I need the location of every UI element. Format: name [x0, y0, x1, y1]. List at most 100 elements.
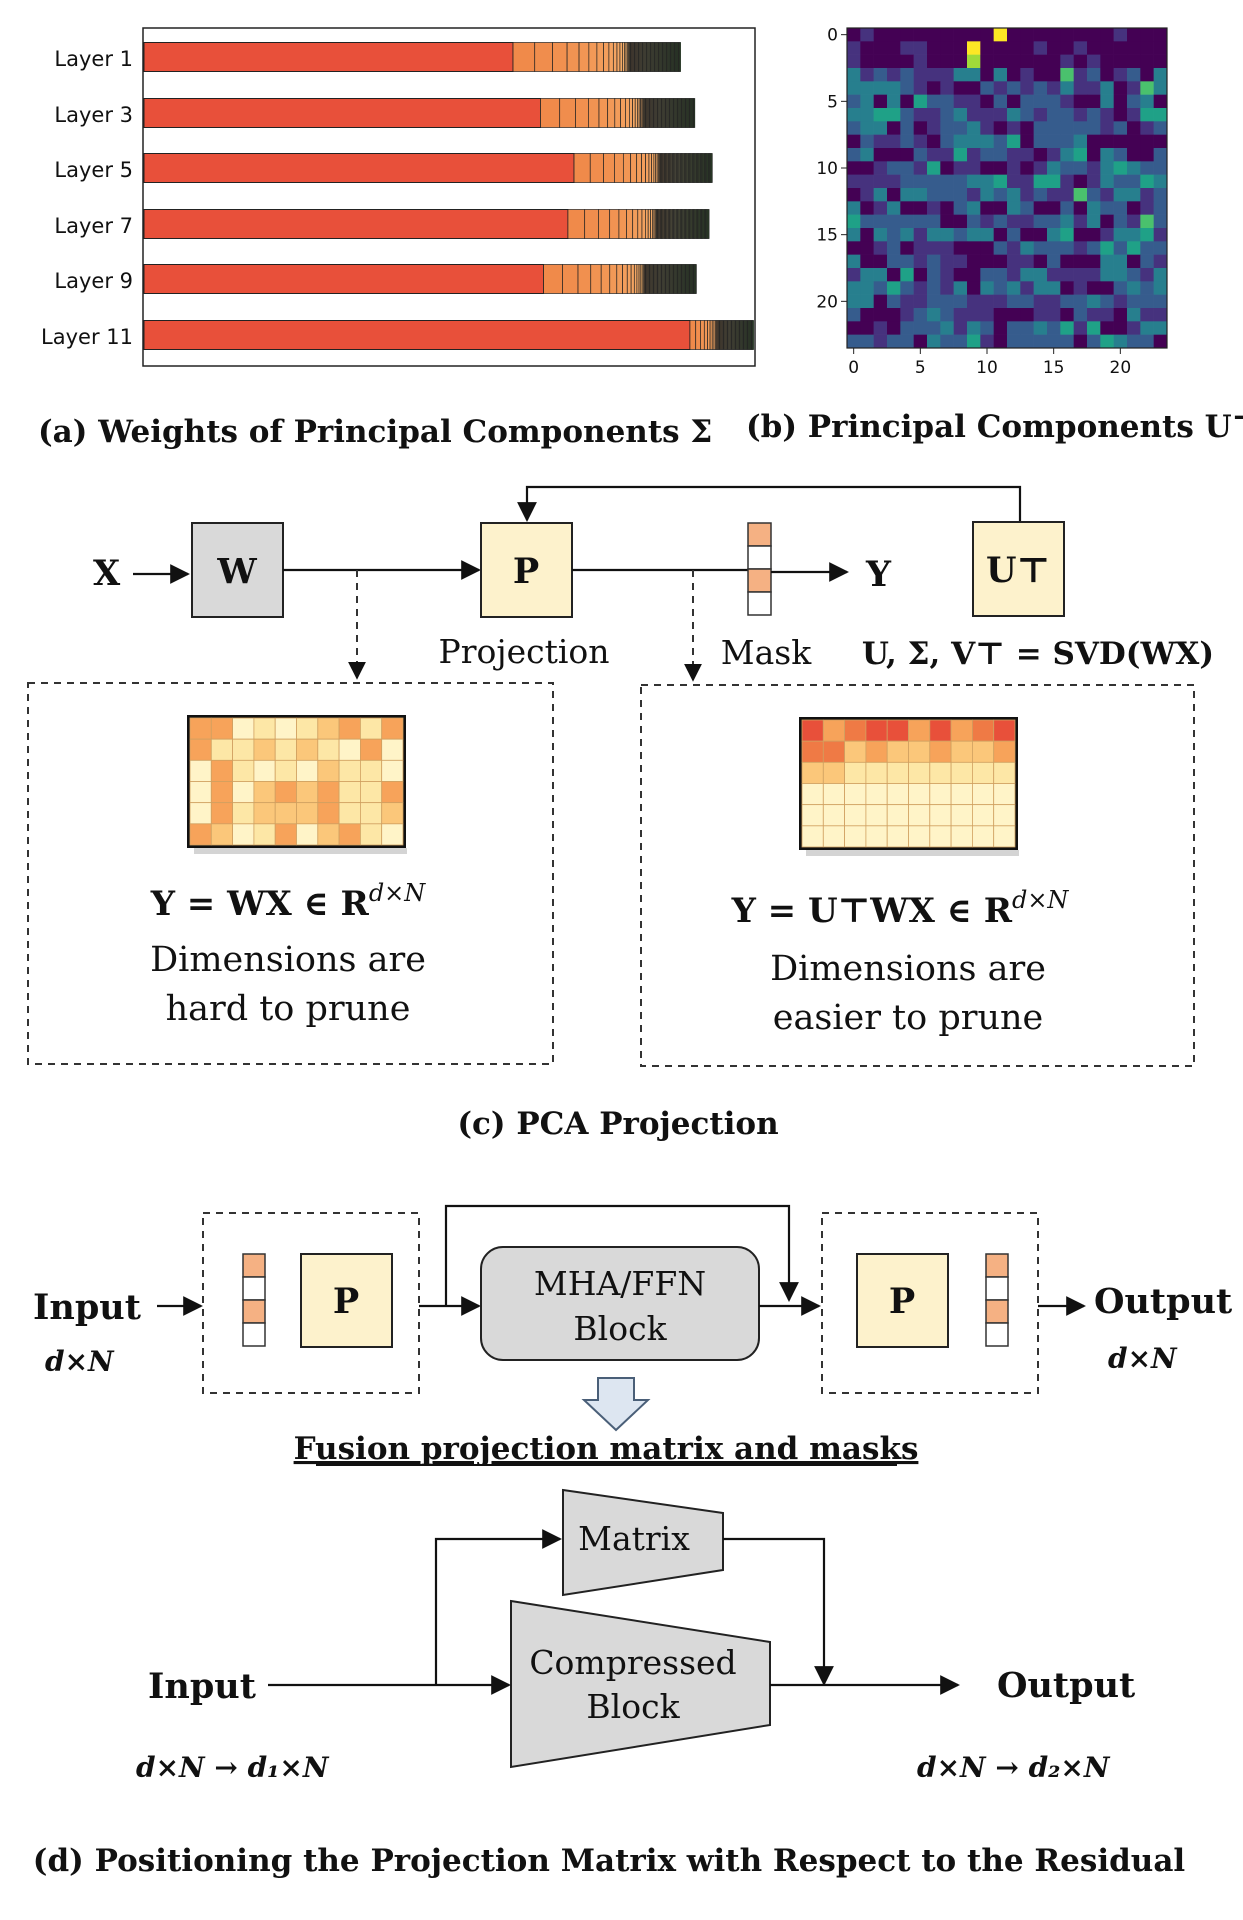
heatmap-cell [913, 81, 928, 95]
bar-segment [700, 320, 705, 350]
grid-cell [296, 823, 319, 846]
bar-segment [625, 98, 630, 128]
heatmap-cell [900, 174, 914, 189]
heatmap-cell [1033, 308, 1048, 322]
heatmap-cell [993, 54, 1008, 69]
heatmap-cell [967, 294, 981, 309]
heatmap-cell [1060, 81, 1074, 95]
right-p-label: P [889, 1281, 915, 1322]
layer-label-11: Layer 11 [41, 325, 133, 349]
heatmap-cell [953, 308, 968, 322]
heatmap-cell [1033, 54, 1048, 69]
grid-cell [338, 781, 361, 804]
heatmap-cell [993, 254, 1008, 269]
heatmap-cell [913, 121, 928, 135]
heatmap-cell [1100, 94, 1114, 109]
heatmap-cell [913, 201, 928, 215]
heatmap-cell [1073, 41, 1088, 55]
heatmap-cell [1073, 161, 1088, 175]
output-dim: d×N [1108, 1342, 1178, 1375]
heatmap-cell [887, 28, 901, 42]
heatmap-cell [1087, 188, 1101, 202]
bar-segment [641, 153, 646, 183]
heatmap-cell [1020, 94, 1034, 109]
heatmap-cell [927, 94, 941, 109]
heatmap-cell [873, 121, 888, 135]
heatmap-cell [1007, 108, 1021, 122]
heatmap-cell [1020, 68, 1034, 82]
heatmap-cell [1060, 174, 1074, 189]
heatmap-cell [1140, 108, 1154, 122]
bar-segment [622, 264, 628, 294]
heatmap-cell [1033, 108, 1048, 122]
grid-cell [210, 717, 234, 740]
heatmap-cell [1140, 188, 1154, 202]
heatmap-cell [980, 134, 994, 149]
heatmap-cell [1073, 148, 1088, 162]
bar-segment [584, 209, 599, 239]
grid-cell [822, 719, 845, 742]
bar-segment [630, 153, 638, 183]
heatmap-cell [953, 254, 968, 269]
heatmap-cell [873, 308, 888, 322]
heatmap-cell [1007, 68, 1021, 82]
grid-cell [865, 804, 888, 827]
heatmap-cell [1073, 241, 1088, 255]
heatmap-cell [993, 108, 1008, 122]
grid-cell [844, 719, 867, 742]
heatmap-cell [1073, 334, 1088, 349]
panel-c-caption: (c) PCA Projection [457, 1106, 778, 1142]
heatmap-cell [1033, 174, 1048, 189]
panel-d-caption: (d) Positioning the Projection Matrix wi… [33, 1843, 1185, 1879]
heatmap-cell [993, 268, 1008, 282]
bar-segment [573, 153, 591, 183]
heatmap-cell [860, 121, 874, 135]
grid-cell [317, 802, 340, 825]
heatmap-cell [993, 81, 1008, 95]
left-text-1: Dimensions are [150, 940, 426, 980]
heatmap-cell [993, 161, 1008, 175]
bar-segment [616, 264, 623, 294]
heatmap-cell [900, 321, 914, 335]
heatmap-cell [1127, 281, 1141, 295]
grid-cell [381, 823, 404, 846]
heatmap-cell [873, 268, 888, 282]
heatmap-cell [1073, 201, 1088, 215]
heatmap-cell [967, 148, 981, 162]
heatmap-cell [953, 41, 968, 55]
heatmap-cell [860, 281, 874, 295]
heatmap-cell [927, 214, 941, 229]
heatmap-cell [1047, 134, 1061, 149]
bar-segment [590, 264, 602, 294]
grid-cell [993, 804, 1016, 827]
bar-segment [641, 209, 646, 239]
heatmap-cell [1127, 68, 1141, 82]
heatmap-cell [967, 281, 981, 295]
heatmap-cell [860, 134, 874, 149]
heatmap-cell [1047, 94, 1061, 109]
grid-cell [317, 823, 340, 846]
grid-cell [865, 783, 888, 806]
heatmap-cell [1047, 241, 1061, 255]
heatmap-cell [900, 121, 914, 135]
heatmap-cell [1020, 28, 1034, 42]
heatmap-cell [1047, 214, 1061, 229]
heatmap-cell [900, 41, 914, 55]
heatmap-cell [1087, 308, 1101, 322]
heatmap-cell [1153, 201, 1168, 215]
heatmap-cell [1033, 268, 1048, 282]
grid-cell [950, 761, 973, 784]
heatmap-cell [847, 121, 861, 135]
heatmap-cell [860, 321, 874, 335]
left-p-label: P [333, 1281, 359, 1322]
heatmap-cells [847, 28, 1168, 349]
heatmap-cell [873, 188, 888, 202]
bar-segment [540, 98, 561, 128]
bar-segment [567, 209, 586, 239]
heatmap-cell [847, 81, 861, 95]
heatmap-cell [1060, 281, 1074, 295]
heatmap-cell [993, 334, 1008, 349]
heatmap-cell [993, 241, 1008, 255]
heatmap-cell [1113, 321, 1128, 335]
heatmap-cell [1073, 174, 1088, 189]
